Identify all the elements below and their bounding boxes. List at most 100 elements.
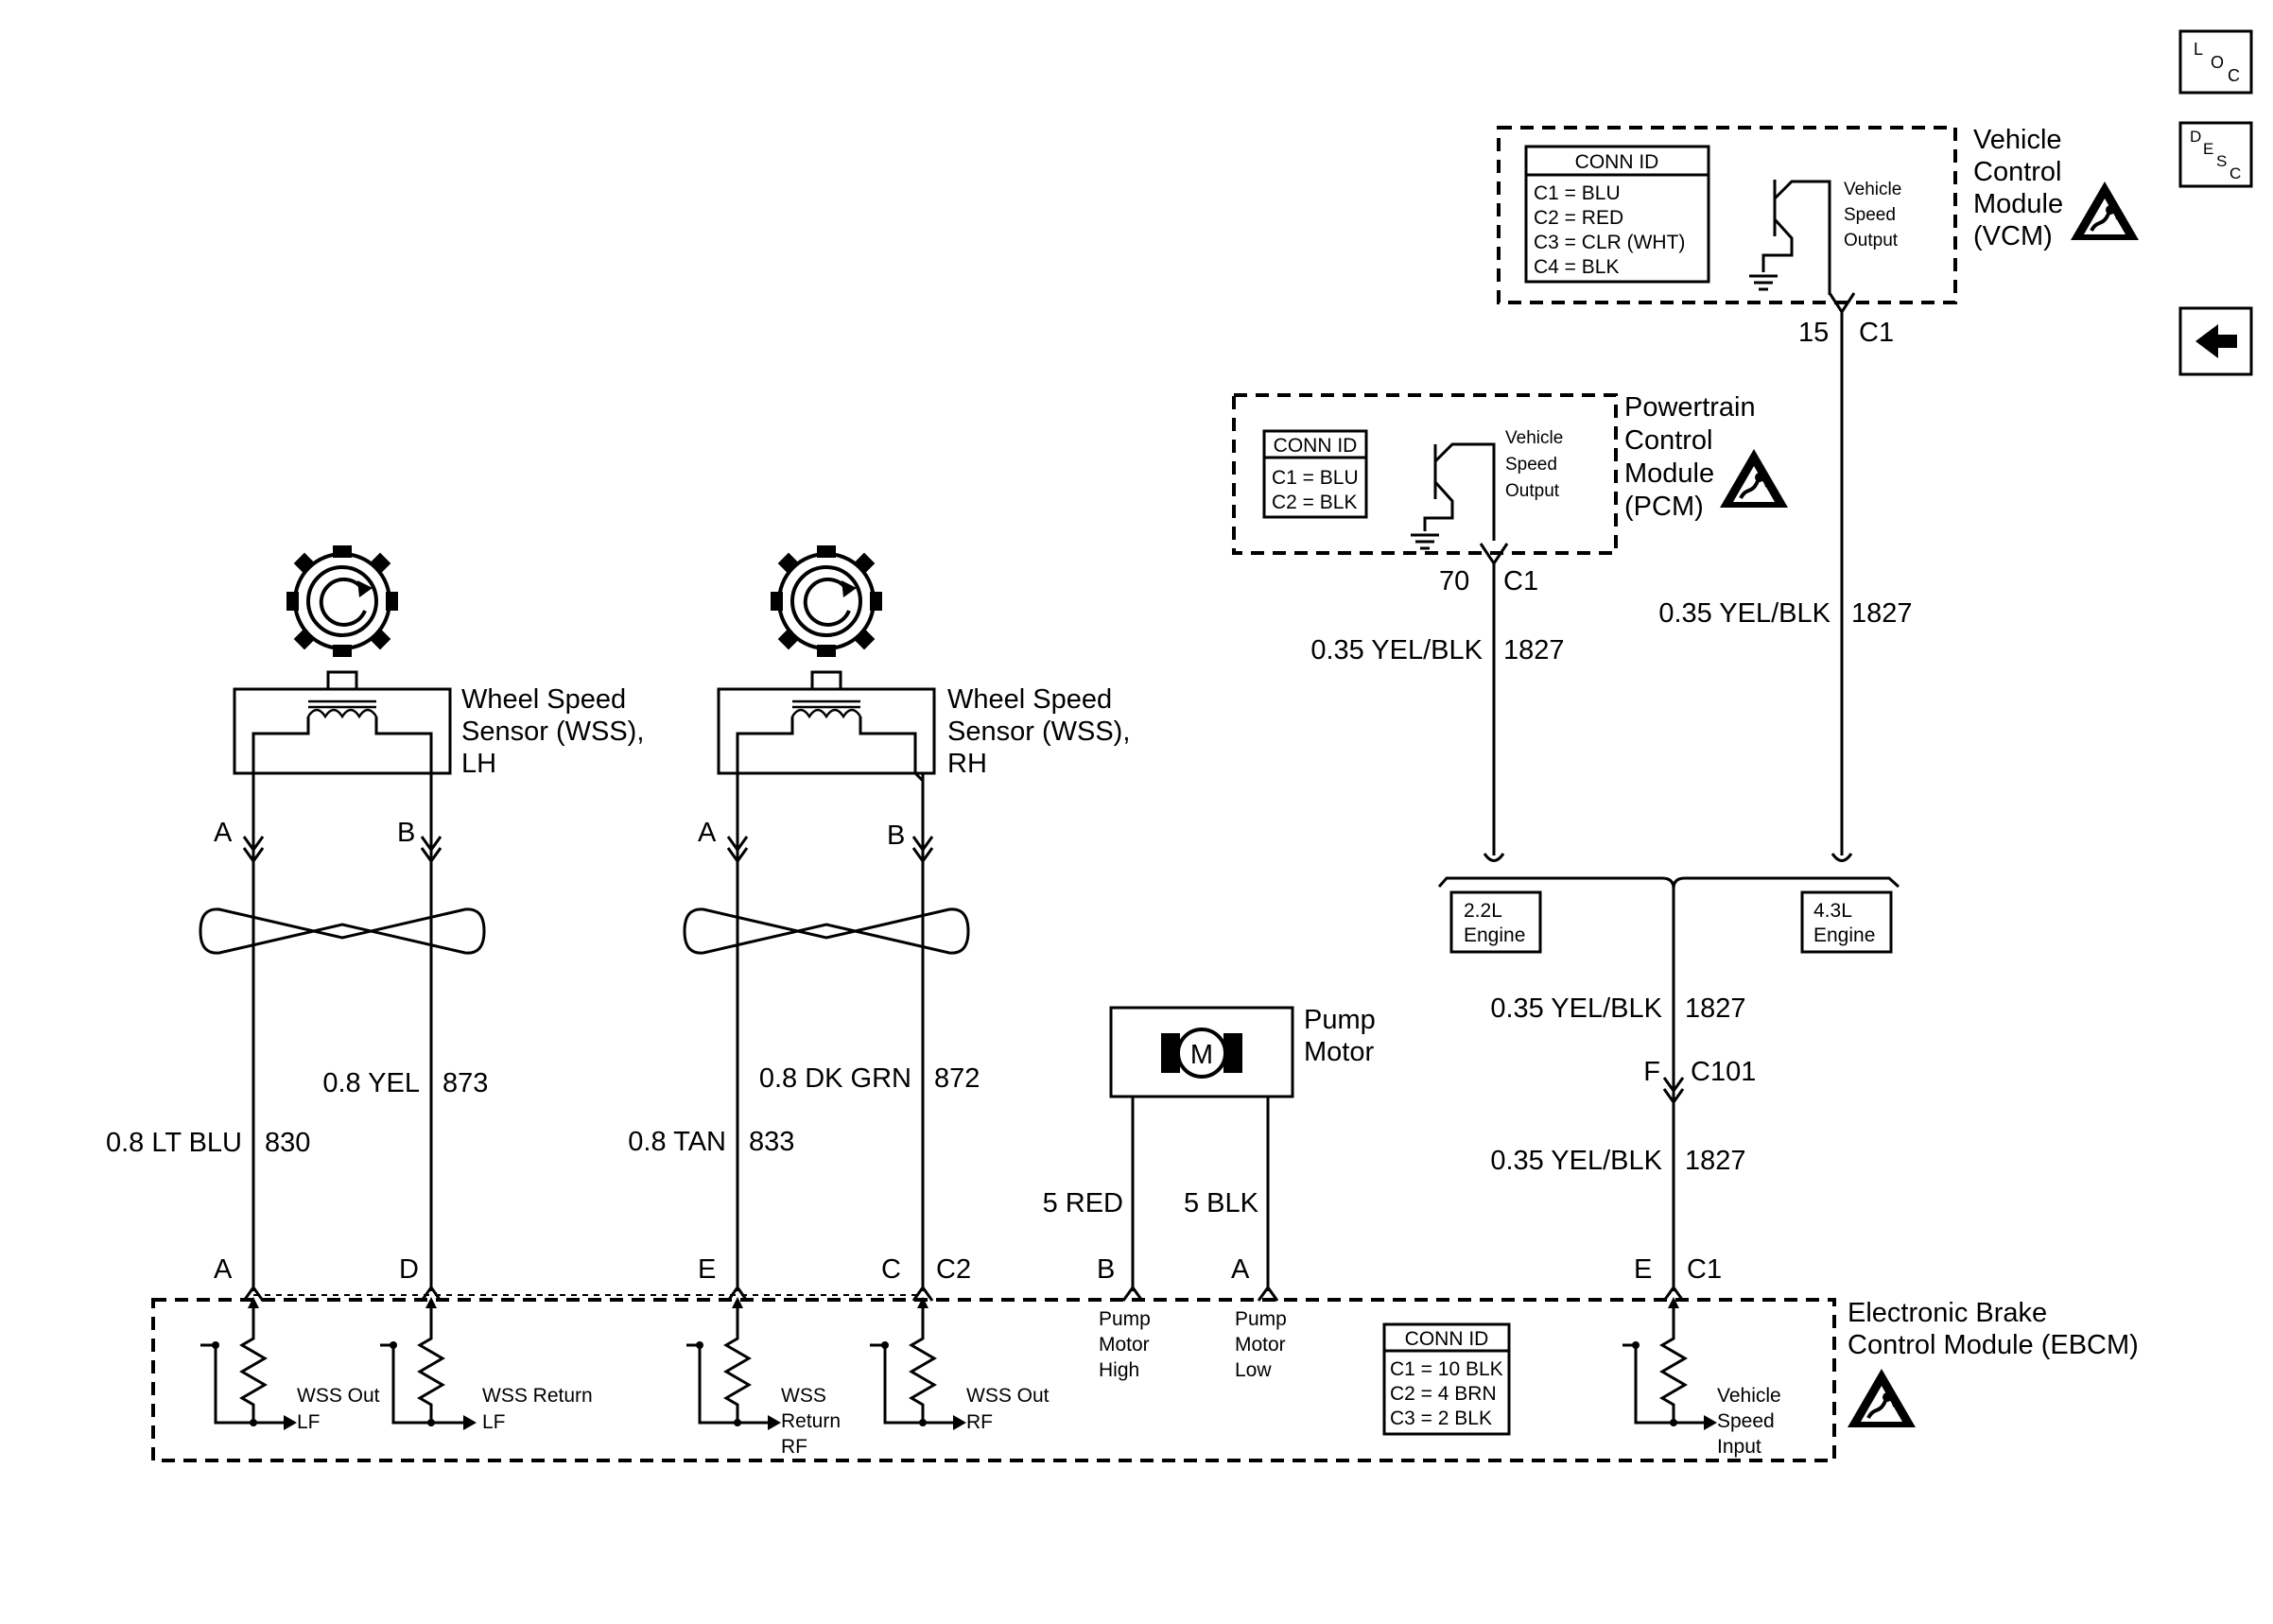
- ebcm-pin-e2: E: [1634, 1254, 1652, 1285]
- wss-rh-l3: RH: [947, 749, 987, 779]
- pcm-label-l3: Module: [1624, 458, 1714, 489]
- vcm-conn-c1: C1 = BLU: [1534, 182, 1621, 204]
- ebcm-rf-out-circuit: [870, 1297, 966, 1430]
- ebcm-conn-title: CONN ID: [1405, 1328, 1489, 1350]
- ebcm-wss-ret-rf-l2: Return: [781, 1410, 841, 1432]
- lf-ret-gauge: 0.8 YEL: [322, 1068, 420, 1098]
- vcm-esd-icon: [2069, 180, 2141, 242]
- mid-wire-lower-circuit: 1827: [1685, 1146, 1746, 1176]
- wss-lh-pin-b: B: [397, 818, 415, 848]
- engine-43-l2: Engine: [1813, 924, 1875, 946]
- ebcm-conn-c1: C1 = 10 BLK: [1390, 1358, 1503, 1380]
- ebcm-pump-low-l3: Low: [1235, 1359, 1272, 1381]
- loc-l: L: [2194, 40, 2203, 59]
- ebcm-rf-ret-circuit: [686, 1297, 781, 1430]
- wss-rh-twisted-pair-icon: [683, 907, 970, 955]
- ebcm-vs-input-l1: Vehicle: [1717, 1385, 1781, 1407]
- engine-22-l1: 2.2L: [1464, 900, 1502, 922]
- ebcm-pin-e: E: [698, 1254, 716, 1285]
- pcm-output-l1: Vehicle: [1505, 428, 1563, 448]
- ebcm-connector-c2: C2: [936, 1254, 971, 1285]
- wss-rh-gear-icon: [771, 545, 882, 657]
- vcm-transistor-icon: [1749, 180, 1831, 295]
- wss-lh-gear-icon: [286, 545, 398, 657]
- vcm-wire-gauge: 0.35 YEL/BLK: [1658, 598, 1831, 629]
- loc-button[interactable]: L O C: [2178, 29, 2253, 95]
- pcm-module: CONN ID C1 = BLU C2 = BLK Vehicle Speed …: [1232, 392, 1790, 555]
- ebcm-wss-out-lf-l1: WSS Out: [297, 1385, 380, 1407]
- back-arrow-icon: [2195, 324, 2237, 358]
- ebcm-wss-out-rf-l2: RF: [966, 1411, 993, 1433]
- wss-rh-l1: Wheel Speed: [947, 684, 1112, 715]
- pcm-output-l2: Speed: [1505, 455, 1557, 475]
- desc-c: C: [2230, 164, 2241, 182]
- pcm-conn-c1: C1 = BLU: [1272, 467, 1359, 489]
- pcm-label-l1: Powertrain: [1624, 392, 1756, 423]
- engine-option-bar: [1437, 876, 1900, 890]
- loc-o: O: [2211, 53, 2224, 72]
- mid-wire-lower-gauge: 0.35 YEL/BLK: [1490, 1146, 1662, 1176]
- vcm-conn-c3: C3 = CLR (WHT): [1534, 232, 1685, 253]
- ebcm-pin-b: B: [1097, 1254, 1115, 1285]
- wss-rh-l2: Sensor (WSS),: [947, 717, 1130, 747]
- ebcm-vs-input-circuit: [1622, 1297, 1717, 1430]
- ebcm-wss-ret-rf-l1: WSS: [781, 1385, 826, 1407]
- pcm-esd-icon: [1718, 447, 1790, 510]
- pcm-pin: 70: [1439, 566, 1469, 596]
- lf-out-circuit: 830: [265, 1128, 310, 1158]
- desc-e: E: [2203, 140, 2213, 158]
- vcm-conn-title: CONN ID: [1575, 151, 1659, 173]
- engine-22-l2: Engine: [1464, 924, 1525, 946]
- pump-high-gauge: 5 RED: [1043, 1188, 1123, 1218]
- vcm-output-l3: Output: [1844, 231, 1899, 251]
- pcm-output-l3: Output: [1505, 481, 1560, 501]
- pump-l1: Pump: [1304, 1005, 1376, 1035]
- ebcm-connector-c1: C1: [1687, 1254, 1722, 1285]
- wss-lh-l3: LH: [461, 749, 496, 779]
- desc-d: D: [2190, 128, 2201, 146]
- pcm-conn-c2: C2 = BLK: [1272, 492, 1357, 513]
- ebcm-wss-out-lf-l2: LF: [297, 1411, 321, 1433]
- ebcm-wss-ret-rf-l3: RF: [781, 1436, 807, 1458]
- ebcm-wss-ret-lf-l1: WSS Return: [482, 1385, 593, 1407]
- back-button[interactable]: [2178, 306, 2253, 376]
- rf-ret-gauge: 0.8 TAN: [628, 1127, 726, 1157]
- loc-c: C: [2228, 66, 2240, 85]
- vcm-connector: C1: [1859, 318, 1894, 348]
- pump-low-gauge: 5 BLK: [1184, 1188, 1259, 1218]
- pump-l2: Motor: [1304, 1037, 1374, 1067]
- vcm-wire-circuit: 1827: [1851, 598, 1913, 629]
- ebcm-lf-ret-circuit: [380, 1297, 477, 1430]
- vcm-output-l2: Speed: [1844, 205, 1896, 225]
- pcm-label-l2: Control: [1624, 425, 1713, 456]
- ebcm-pin-c: C: [881, 1254, 901, 1285]
- mid-wire-upper-circuit: 1827: [1685, 993, 1746, 1024]
- vcm-label-l3: Module: [1973, 189, 2063, 219]
- ebcm-wss-out-rf-l1: WSS Out: [966, 1385, 1050, 1407]
- pcm-wire-circuit: 1827: [1503, 635, 1565, 665]
- wss-lh: Wheel Speed Sensor (WSS), LH: [233, 545, 644, 779]
- c101-pin: F: [1643, 1057, 1660, 1087]
- pump-symbol: M: [1190, 1040, 1213, 1070]
- vcm-module: CONN ID C1 = BLU C2 = RED C3 = CLR (WHT)…: [1497, 125, 2141, 304]
- engine-22-box: 2.2L Engine: [1449, 890, 1542, 954]
- c101-connector: C101: [1691, 1057, 1756, 1087]
- ebcm-pump-high-l2: Motor: [1099, 1334, 1150, 1356]
- wss-lh-l1: Wheel Speed: [461, 684, 626, 715]
- ebcm-conn-c2: C2 = 4 BRN: [1390, 1383, 1497, 1405]
- ebcm-vs-input-l2: Speed: [1717, 1410, 1775, 1432]
- ebcm-pin-a2: A: [1231, 1254, 1250, 1285]
- lf-out-gauge: 0.8 LT BLU: [106, 1128, 242, 1158]
- ebcm-pin-a: A: [214, 1254, 233, 1285]
- mid-wire-upper-gauge: 0.35 YEL/BLK: [1490, 993, 1662, 1024]
- wss-rh: Wheel Speed Sensor (WSS), RH: [717, 545, 1130, 779]
- ebcm-pump-low-l1: Pump: [1235, 1308, 1287, 1330]
- desc-button[interactable]: D E S C: [2178, 121, 2253, 188]
- wss-rh-pin-a: A: [698, 818, 717, 848]
- ebcm-conn-c3: C3 = 2 BLK: [1390, 1408, 1492, 1429]
- ebcm-vs-input-l3: Input: [1717, 1436, 1761, 1458]
- vcm-label-l1: Vehicle: [1973, 125, 2062, 155]
- rf-ret-circuit: 833: [749, 1127, 794, 1157]
- engine-43-box: 4.3L Engine: [1800, 890, 1893, 954]
- motor-icon: [1176, 1028, 1227, 1079]
